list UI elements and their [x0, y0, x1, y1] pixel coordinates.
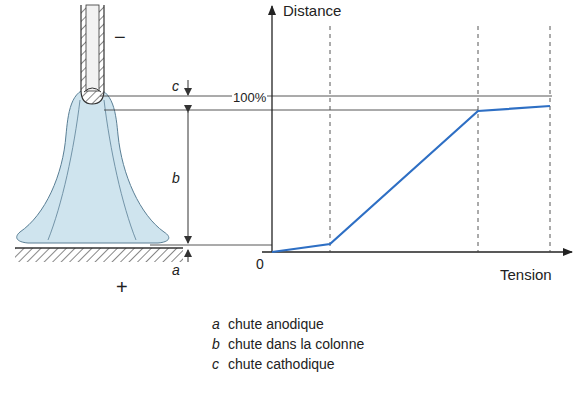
polarity-sign: + [116, 276, 128, 298]
legend-text: chute cathodique [228, 356, 335, 372]
legend-letter: b [212, 336, 220, 352]
voltage-curve [272, 106, 550, 252]
polarity-sign: − [114, 26, 126, 48]
axis-title: Distance [282, 2, 342, 19]
dimension-letter: c [172, 78, 179, 94]
legend-letter: c [212, 356, 219, 372]
dimension-letter: b [172, 170, 180, 186]
axis-value: 100% [232, 90, 267, 105]
distance-axis [271, 6, 272, 252]
legend-text: chute anodique [228, 316, 324, 332]
axis-origin: 0 [256, 256, 264, 272]
electrode [81, 5, 104, 104]
dimension-letter: a [172, 262, 180, 278]
legend-text: chute dans la colonne [228, 336, 364, 352]
axis-title: Tension [500, 266, 552, 283]
workpiece [15, 248, 183, 262]
tension-axis [262, 251, 572, 252]
dimension-b [188, 112, 189, 243]
legend-letter: a [212, 316, 220, 332]
arc-plasma [17, 88, 169, 243]
